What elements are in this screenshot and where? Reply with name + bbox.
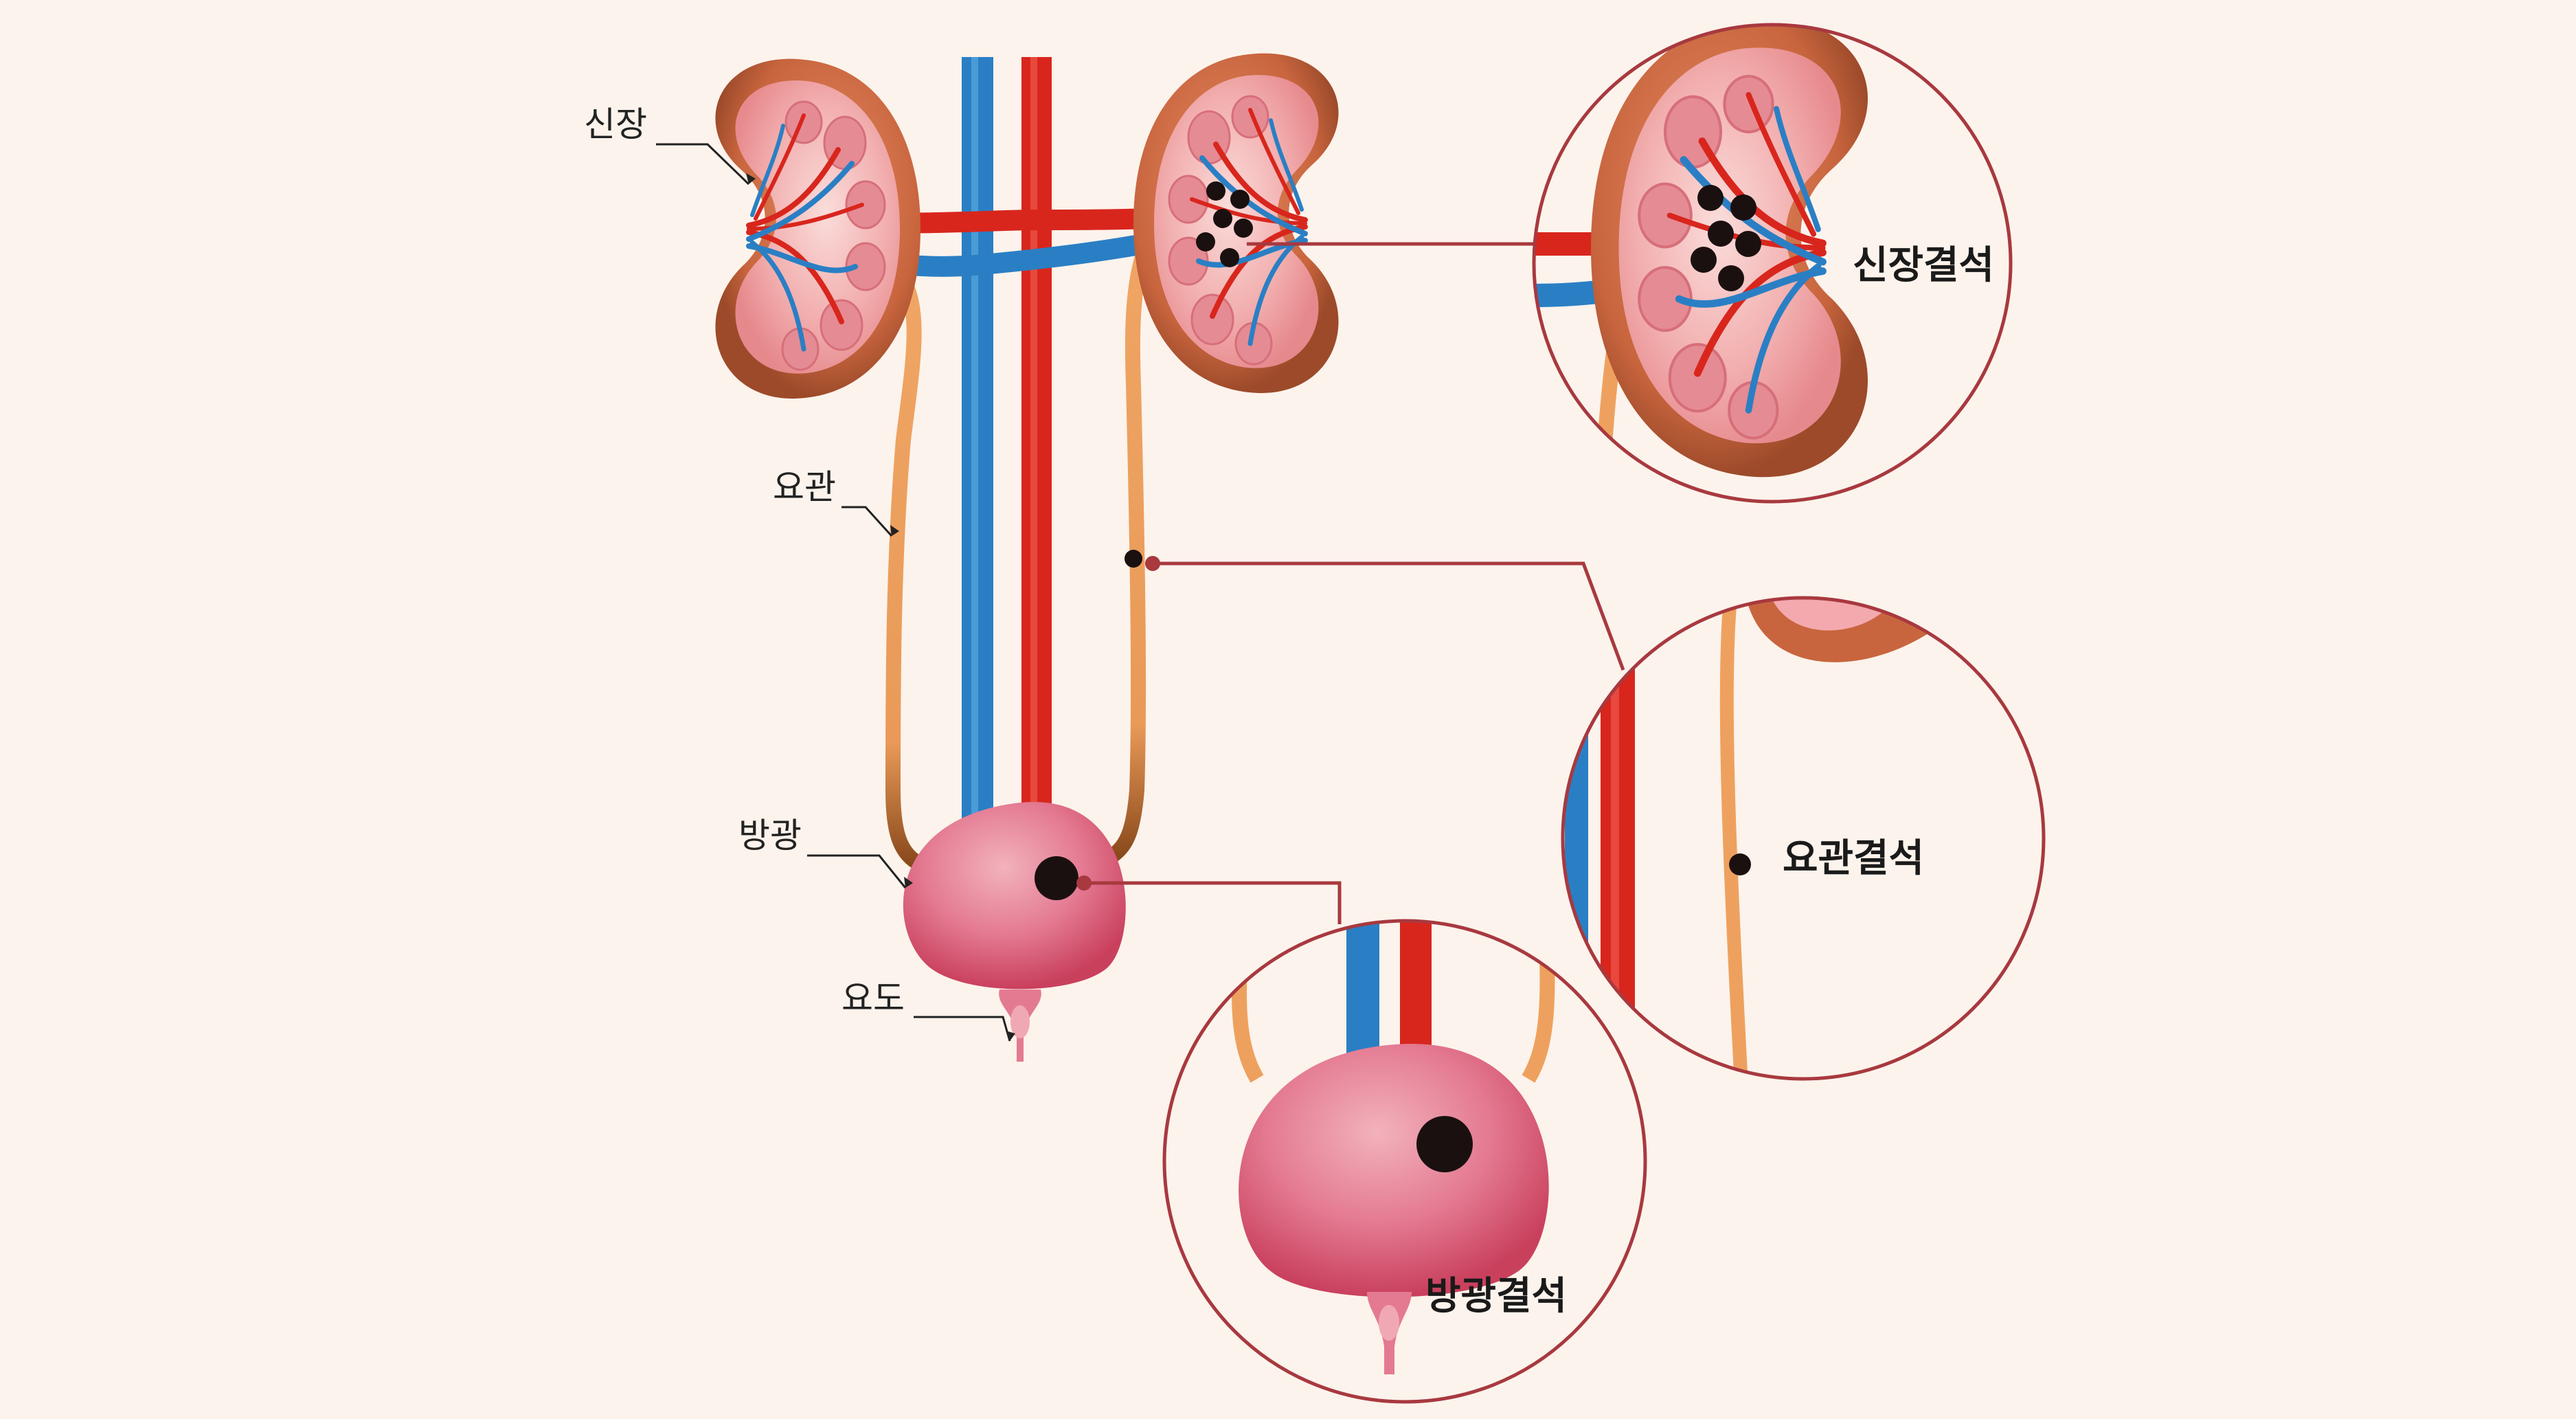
urinary-system-overview xyxy=(715,54,1338,1062)
bladder xyxy=(903,801,1126,1062)
label-kidney: 신장 xyxy=(584,104,647,144)
ureter-stone-zoomed xyxy=(1729,853,1751,875)
callout-kidney-stone: 신장결석 xyxy=(1853,243,1994,288)
bladder-stone xyxy=(1035,856,1078,900)
label-urethra: 요도 xyxy=(841,979,905,1018)
left-ureter xyxy=(879,254,925,870)
callout-lines xyxy=(1084,242,1625,924)
ureter-stone xyxy=(1125,550,1142,568)
bladder-stone-zoom xyxy=(1162,919,1647,1404)
label-bladder: 방광 xyxy=(738,816,802,856)
callout-ureter-stone: 요관결석 xyxy=(1783,836,1924,881)
left-kidney xyxy=(715,59,920,399)
ureter-stone-zoom xyxy=(1561,596,2046,1081)
label-ureter: 요관 xyxy=(773,467,836,507)
callout-bladder-stone: 방광결석 xyxy=(1425,1274,1567,1319)
bladder-stone-zoomed xyxy=(1416,1116,1473,1172)
kidney-stones xyxy=(1196,181,1253,267)
